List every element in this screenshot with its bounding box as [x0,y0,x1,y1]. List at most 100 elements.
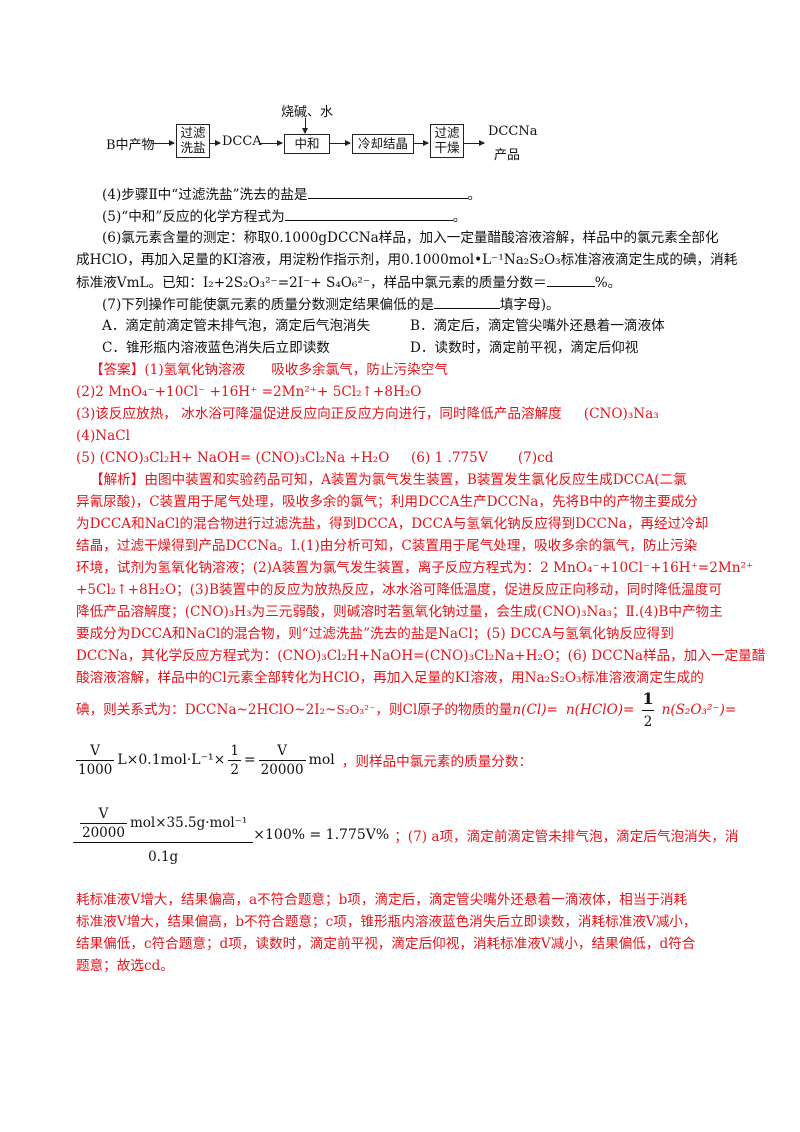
big-fraction-denominator: 0.1g [73,841,254,865]
conclusion-line: 标准液V增大，结果偏高，b不符合题意；c项，锥形瓶内溶液蓝色消失后立即读数，消耗… [76,914,697,930]
fraction-numerator: V [277,742,287,759]
fraction-numerator: 1 [230,742,239,759]
question-4-end: 。 [467,187,482,203]
relation-nhclo: n(HClO)= [565,702,635,718]
v-over-1000: V 1000 [75,743,115,778]
question-5-end: 。 [452,209,467,225]
option-a: A．滴定前滴定管未排气泡，滴定后气泡消失 [102,318,371,334]
flow-box-filter-wash: 过滤 洗盐 [176,124,210,158]
answer-line-4: (4)NaCl [76,428,131,444]
flow-arrow [210,140,221,146]
moles-equation: V 1000 L×0.1mol·L⁻¹× 1 2 = V 20000 mol ，… [74,738,533,782]
flow-start-label: B中产物 [106,138,155,153]
equation-tail: ；(7) a项，滴定前滴定管未排气泡，滴定后气泡消失，消 [394,829,739,845]
relation-text: ，则Cl原子的物质的量 [375,702,513,718]
analysis-line: 要成分为DCCA和NaCl的混合物，则“过滤洗盐”洗去的盐是NaCl；(5) D… [76,626,674,642]
conclusion-line: 耗标准液V增大，结果偏高，a不符合题意；b项，滴定后，滴定管尖嘴外还悬着一滴液体… [76,892,688,908]
answer-blank [284,206,453,221]
relation-text: 碘，则关系式为：DCCNa~2HClO~2I₂~ [76,702,337,718]
fraction-denominator: 20000 [80,822,127,841]
analysis-line: DCCNa，其化学反应方程式为：(CNO)₃Cl₂H+NaOH=(CNO)₃Cl… [76,648,766,664]
equation-text: L×0.1mol·L⁻¹× [117,752,226,768]
analysis-line: 结晶，过滤干燥得到产品DCCNa。Ⅰ.(1)由分析可知，C装置用于尾气处理，吸收… [76,538,698,554]
option-b: B．滴定后，滴定管尖嘴外还悬着一滴液体 [410,318,665,334]
flow-arrow [260,140,283,146]
flow-arrow [330,140,351,146]
one-half-fraction: 1 2 [640,689,655,732]
option-d: D．读数时，滴定前平视，滴定后仰视 [410,340,639,356]
equals-sign: = [243,752,256,768]
thiosulfate-ion: S₂O₃²⁻ [336,703,376,717]
question-6-text: 标准液VmL。已知：I₂+2S₂O₃²⁻=2I⁻+ S₄O₆²⁻，样品中氯元素的… [76,275,547,291]
question-5-text: (5)“中和”反应的化学方程式为 [102,209,285,225]
conclusion-line: 题意；故选cd。 [76,958,174,974]
fraction-numerator: V [98,805,109,822]
flow-reagent-label: 烧碱、水 [281,105,334,120]
answer-blank [546,272,595,287]
one-half-fraction: 1 2 [227,743,242,778]
flow-box-line: 过滤 [180,125,206,140]
answer-line-3: (3)该反应放热， 冰水浴可降温促进反应向正反应方向进行，同时降低产品溶解度 (C… [76,404,659,424]
flow-dcca-label: DCCA [222,134,262,149]
analysis-line: 酸溶液溶解，样品中的Cl元素全部转化为HClO，再加入足量的KI溶液，用Na₂S… [76,670,704,686]
option-c: C．锥形瓶内溶液蓝色消失后立即读数 [102,340,330,356]
question-6-line-1: (6)氯元素含量的测定：称取0.1000gDCCNa样品，加入一定量醋酸溶液溶解… [102,230,719,246]
mass-fraction-equation: V 20000 mol×35.5g·mol⁻¹ 0.1g ×100% = 1.7… [73,800,740,870]
relation-line: 碘，则关系式为：DCCNa~2HClO~2I₂~ S₂O₃²⁻ ，则Cl原子的物… [76,689,737,732]
analysis-line: 环境，试剂为氢氧化钠溶液；(2)A装置为氯气发生装置，离子反应方程式为：2 Mn… [76,560,754,576]
answer-blank [307,184,468,199]
equation-result: ×100% = 1.775V% [253,827,390,843]
flow-box-filter-dry: 过滤 干燥 [430,124,464,158]
fraction-denominator: 1000 [76,759,115,778]
flow-product-sub: 产品 [494,148,521,163]
question-7-end: 填字母)。 [499,297,560,313]
answer-3b: (CNO)₃Na₃ [583,406,659,422]
big-fraction-numerator: V 20000 mol×35.5g·mol⁻¹ [76,806,250,842]
flow-box-line: 过滤 [434,125,460,140]
question-5: (5)“中和”反应的化学方程式为 。 [102,206,466,227]
fraction-denominator: 20000 [258,759,306,778]
question-7: (7)下列操作可能使氯元素的质量分数测定结果偏低的是 填字母)。 [102,294,560,315]
answer-1b: 吸收多余氯气，防止污染空气 [271,362,448,378]
answer-line-1: 【答案】(1)氢氧化钠溶液 吸收多余氯气，防止污染空气 [90,360,448,380]
analysis-line: 为DCCA和NaCl的混合物进行过滤洗盐，得到DCCA，DCCA与氢氧化钠反应得… [76,516,709,532]
question-6-line-2: 成HClO，再加入足量的KI溶液，用淀粉作指示剂，用0.1000mol•L⁻¹N… [76,252,738,268]
flow-box-line: 干燥 [434,140,460,155]
flow-product-label: DCCNa [488,124,538,139]
flow-arrow [464,140,485,146]
unit-mol: mol [308,752,335,768]
fraction-denominator: 2 [641,709,655,732]
fraction-numerator: 1 [642,688,654,708]
answer-blank [433,294,500,309]
answer-3: (3)该反应放热， 冰水浴可降温促进反应向正反应方向进行，同时降低产品溶解度 [76,406,562,422]
v-over-20000: V 20000 [258,743,307,778]
question-6-line-3: 标准液VmL。已知：I₂+2S₂O₃²⁻=2I⁻+ S₄O₆²⁻，样品中氯元素的… [76,272,621,293]
flow-box-neutralize: 中和 [284,134,330,154]
question-6-end: %。 [594,275,622,291]
flow-arrow [152,140,175,146]
analysis-line: 降低产品溶解度；(CNO)₃H₃为三元弱酸，则碱溶时若氢氧化钠过量，会生成(CN… [76,604,723,620]
flow-box-cool-crystallize: 冷却结晶 [352,134,414,154]
equation-tail: ，则样品中氯元素的质量分数： [341,754,533,770]
fraction-numerator: V [90,742,101,759]
mass-fraction-big-fraction: V 20000 mol×35.5g·mol⁻¹ 0.1g [73,806,254,865]
process-flowchart: B中产物 过滤 洗盐 DCCA 烧碱、水 中和 冷却结晶 过滤 干燥 DCCNa… [100,100,600,170]
flow-arrow [414,140,429,146]
flow-box-line: 洗盐 [180,140,206,155]
fraction-denominator: 2 [228,759,241,778]
answer-1: 【答案】(1)氢氧化钠溶液 [90,362,246,378]
question-4: (4)步骤Ⅱ中“过滤洗盐”洗去的盐是 。 [102,184,481,205]
answer-line-5: (5) (CNO)₃Cl₂H+ NaOH= (CNO)₃Cl₂Na +H₂O (… [76,450,554,466]
relation-ns2o3: n(S₂O₃²⁻)= [661,702,737,718]
analysis-line: 【解析】由图中装置和实验药品可知，A装置为氯气发生装置，B装置发生氯化反应生成D… [90,472,687,488]
analysis-line: 异氰尿酸)，C装置用于尾气处理，吸收多余的氯气；利用DCCA生产DCCNa，先将… [76,494,698,510]
conclusion-line: 结果偏低，c符合题意；d项，读数时，滴定前平视，滴定后仰视，消耗标准液V减小，结… [76,936,696,952]
numerator-text: mol×35.5g·mol⁻¹ [129,815,248,831]
relation-ncl: n(Cl)= [512,702,558,718]
question-7-text: (7)下列操作可能使氯元素的质量分数测定结果偏低的是 [102,297,434,313]
v-over-20000: V 20000 [79,806,128,841]
flow-reagent-arrow [302,118,308,134]
question-4-text: (4)步骤Ⅱ中“过滤洗盐”洗去的盐是 [102,187,308,203]
answer-line-2: (2)2 MnO₄⁻+10Cl⁻ +16H⁺ =2Mn²⁺+ 5Cl₂↑+8H₂… [76,384,422,400]
